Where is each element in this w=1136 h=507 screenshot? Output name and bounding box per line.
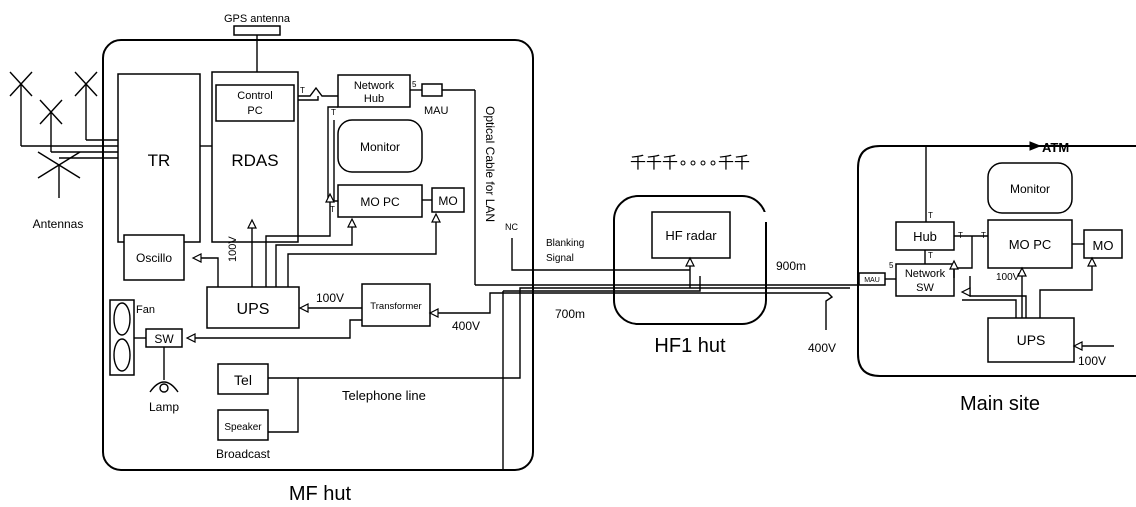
gps-antenna-label: GPS antenna — [224, 13, 291, 25]
ups-label: UPS — [237, 301, 270, 318]
hf-radar-box — [651, 211, 731, 259]
fan-label: Fan — [136, 304, 155, 316]
main-site-title: Main site — [960, 393, 1040, 415]
network-sw-box — [895, 263, 955, 297]
hf1-hut-frame — [613, 195, 767, 325]
t-marker: T — [331, 108, 336, 117]
transformer-label: Transformer — [370, 301, 421, 312]
voltage-label-400v-main: 400V — [808, 341, 836, 355]
mo-label: MO — [438, 194, 457, 208]
hf-radar-label: HF radar — [665, 228, 717, 243]
speaker-box — [217, 409, 269, 441]
hf-antenna-row: 千千千∘∘∘∘千千 — [630, 154, 750, 172]
network-hub-box — [337, 74, 411, 108]
t-marker: T — [928, 211, 933, 220]
speaker-label: Speaker — [224, 422, 262, 433]
mau-box — [421, 83, 443, 97]
monitor-label: Monitor — [360, 140, 400, 154]
hf1-hut-title: HF1 hut — [654, 335, 726, 357]
oscillo-box — [123, 234, 185, 281]
tel-box — [217, 363, 269, 395]
sw-label: SW — [154, 332, 174, 346]
control-pc-label-1: Control — [237, 90, 272, 102]
lamp-label: Lamp — [149, 400, 179, 414]
oscillo-label: Oscillo — [136, 251, 172, 265]
tel-label: Tel — [234, 372, 252, 388]
network-sw-label-1: Network — [905, 268, 946, 280]
tr-box — [117, 73, 201, 243]
blanking-signal-label-1: Blanking — [546, 238, 584, 249]
rdas-label: RDAS — [231, 151, 278, 170]
network-sw-label-2: SW — [916, 282, 934, 294]
mau-label: MAU — [424, 105, 449, 117]
fan-icon — [113, 338, 131, 372]
main-hub-box — [895, 221, 955, 251]
tr-label: TR — [148, 151, 171, 170]
gps-antenna-icon — [233, 25, 281, 36]
voltage-label-400v: 400V — [452, 319, 480, 333]
broadcast-label: Broadcast — [216, 447, 271, 461]
fan-icon — [113, 302, 131, 336]
atm-label: ATM — [1042, 140, 1069, 155]
blanking-signal-label-2: Signal — [546, 253, 574, 264]
optical-cable-label: Optical Cable for LAN — [483, 106, 497, 222]
hf1-hut-frame-gap — [755, 212, 769, 222]
fan-box — [109, 299, 135, 376]
control-pc-box — [215, 84, 295, 122]
main-hub-label: Hub — [913, 229, 937, 244]
monitor-box — [337, 119, 423, 173]
main-ups-label: UPS — [1017, 332, 1046, 348]
five-marker: 5 — [889, 261, 894, 270]
antennas-label: Antennas — [33, 217, 84, 231]
five-marker: 5 — [412, 80, 417, 89]
mo-pc-label: MO PC — [360, 195, 400, 209]
main-ups-box — [987, 317, 1075, 363]
telephone-line-label: Telephone line — [342, 388, 426, 403]
antennas-icon — [9, 71, 118, 198]
t-marker: T — [300, 86, 305, 95]
lamp-icon — [149, 381, 179, 393]
voltage-label-100v-vertical: 100V — [227, 236, 239, 262]
control-pc-label-2: PC — [247, 105, 262, 117]
network-hub-label-2: Hub — [364, 93, 384, 105]
main-monitor-label: Monitor — [1010, 182, 1050, 196]
main-mo-pc-box — [987, 219, 1073, 269]
distance-label-700m: 700m — [555, 307, 585, 321]
distance-label-900m: 900m — [776, 259, 806, 273]
network-hub-label-1: Network — [354, 80, 395, 92]
main-monitor-box — [987, 162, 1073, 214]
ups-box — [206, 286, 300, 329]
transformer-box — [361, 283, 431, 327]
nc-label: NC — [505, 222, 518, 232]
t-marker: T — [330, 205, 335, 214]
main-voltage-label-100v: 100V — [1078, 354, 1106, 368]
main-mo-pc-label: MO PC — [1009, 237, 1052, 252]
mf-hut-title: MF hut — [289, 483, 352, 505]
main-mo-label: MO — [1093, 238, 1114, 253]
mo-box — [431, 187, 465, 213]
main-mau-label: MAU — [864, 277, 880, 284]
main-voltage-label-100v-inner: 100V — [996, 272, 1020, 283]
mo-pc-box — [337, 184, 423, 218]
t-marker: T — [928, 251, 933, 260]
mf-hut-frame — [102, 39, 534, 471]
voltage-label-100v: 100V — [316, 291, 344, 305]
